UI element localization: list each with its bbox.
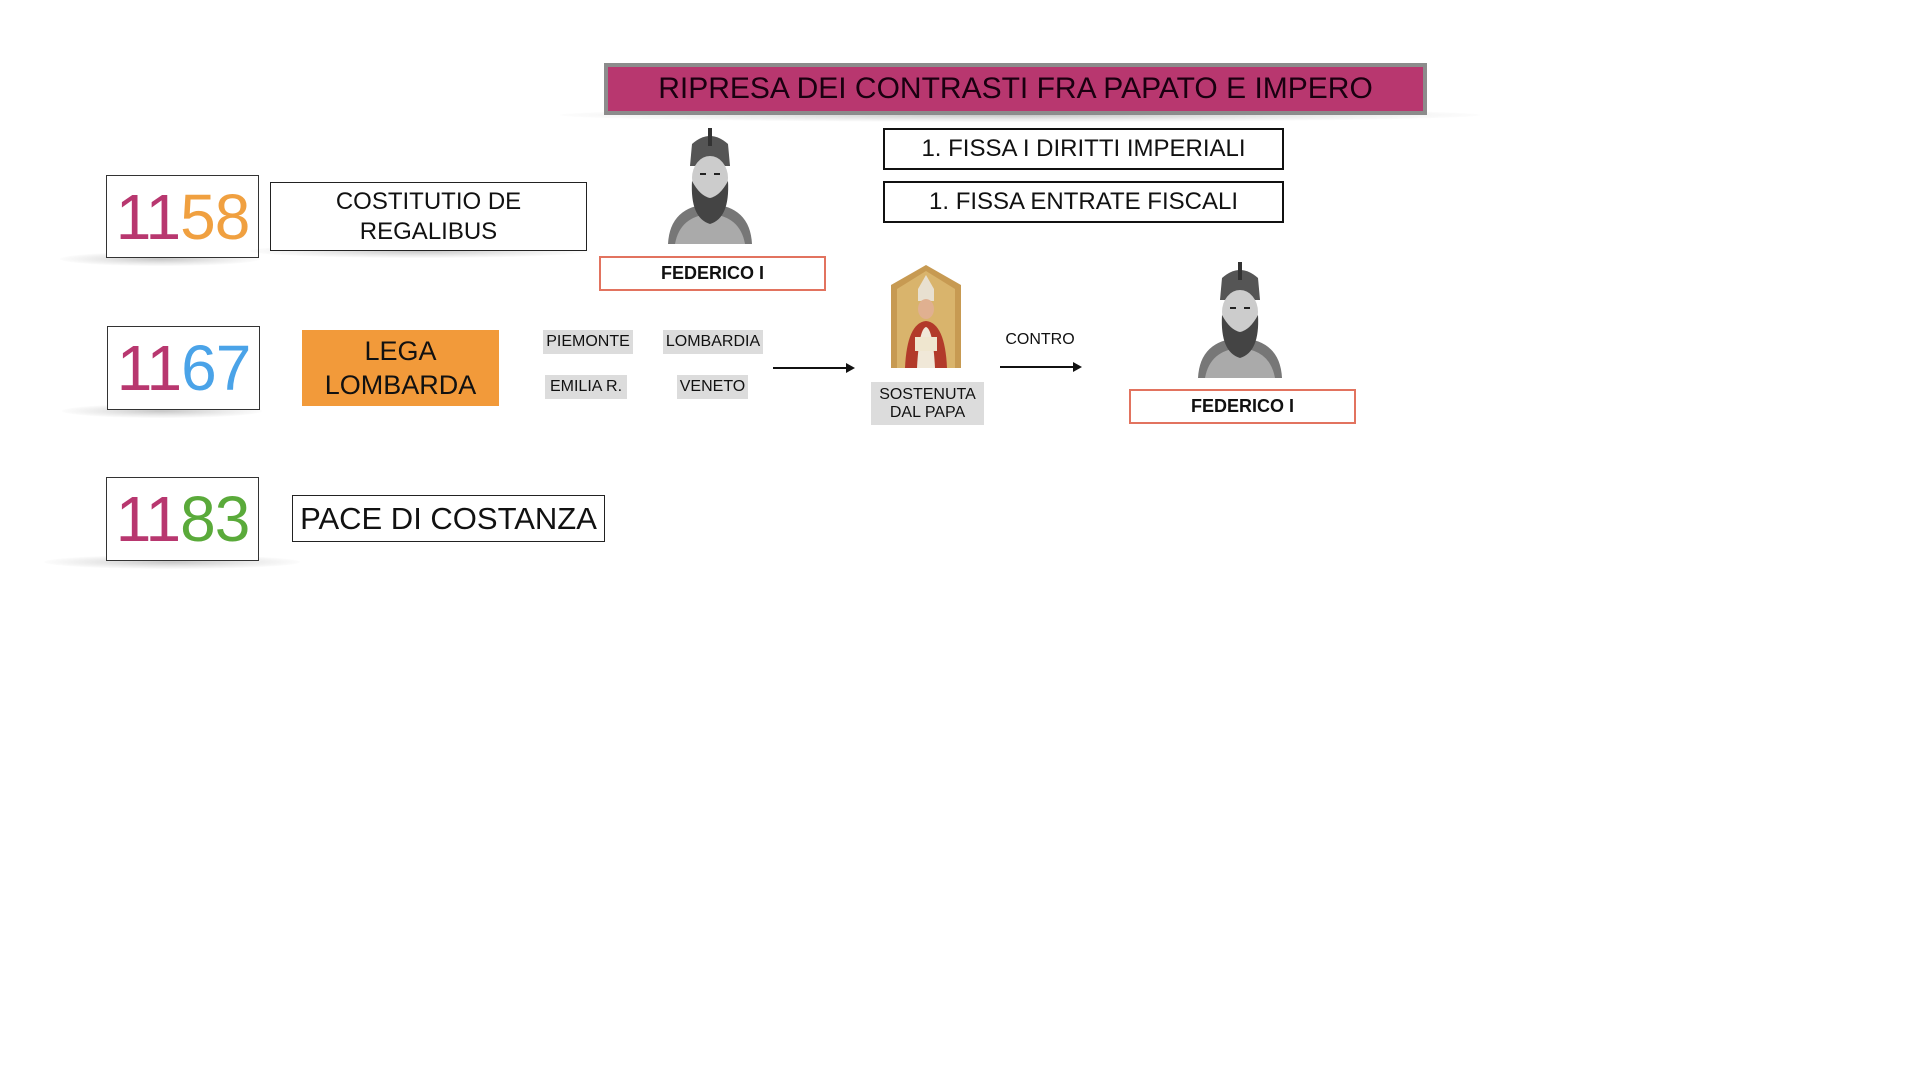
lega-lombarda-box: LEGA LOMBARDA bbox=[302, 330, 499, 406]
year-suffix: 58 bbox=[180, 180, 250, 253]
year-suffix: 83 bbox=[180, 483, 250, 555]
costitutio-label: COSTITUTIO DE REGALIBUS bbox=[335, 187, 522, 245]
region-lombardia: LOMBARDIA bbox=[663, 330, 763, 354]
region-emilia: EMILIA R. bbox=[545, 375, 627, 399]
year-prefix: 11 bbox=[115, 483, 181, 555]
pope-portrait bbox=[891, 265, 961, 368]
year-prefix: 11 bbox=[116, 332, 182, 404]
pace-costanza-box: PACE DI COSTANZA bbox=[292, 495, 605, 542]
arrow-contro bbox=[1000, 362, 1082, 372]
region-piemonte: PIEMONTE bbox=[543, 330, 633, 354]
rule-entrate-fiscali: 1. FISSA ENTRATE FISCALI bbox=[883, 181, 1284, 223]
page-title: RIPRESA DEI CONTRASTI FRA PAPATO E IMPER… bbox=[604, 63, 1427, 115]
pace-costanza-label: PACE DI COSTANZA bbox=[300, 500, 597, 536]
arrow-to-pope bbox=[773, 363, 855, 373]
region-veneto: VENETO bbox=[677, 375, 748, 399]
year-suffix: 67 bbox=[181, 332, 251, 404]
contro-label: CONTRO bbox=[1005, 331, 1075, 348]
lega-lombarda-label: LEGA LOMBARDA bbox=[324, 336, 477, 400]
federico-portrait-1 bbox=[660, 126, 760, 244]
sostenuta-text: SOSTENUTA DAL PAPA bbox=[879, 385, 976, 421]
rule-diritti-imperiali: 1. FISSA I DIRITTI IMPERIALI bbox=[883, 128, 1284, 170]
year-prefix: 11 bbox=[115, 180, 181, 253]
sostenuta-label: SOSTENUTA DAL PAPA bbox=[871, 382, 984, 425]
federico-portrait-2 bbox=[1190, 260, 1290, 378]
federico-label-2: FEDERICO I bbox=[1129, 389, 1356, 424]
federico-label-1: FEDERICO I bbox=[599, 256, 826, 291]
costitutio-box: COSTITUTIO DE REGALIBUS bbox=[270, 182, 587, 251]
